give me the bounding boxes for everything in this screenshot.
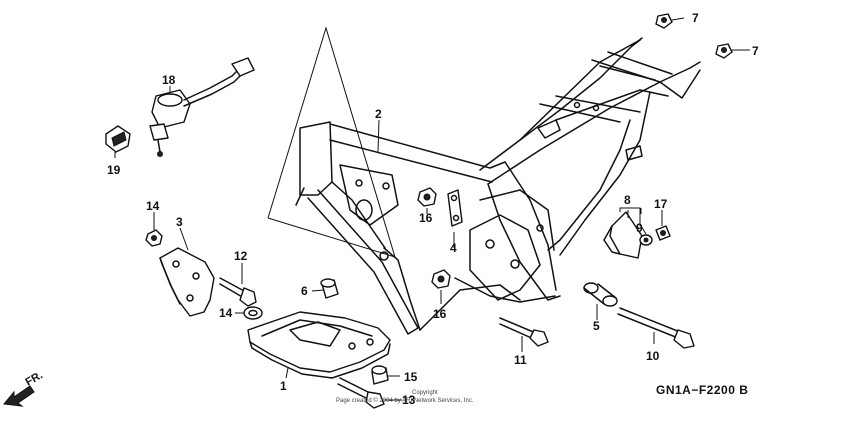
copyright-line-1: Copyright bbox=[412, 390, 438, 396]
washer-14-bottom-drawing bbox=[243, 306, 263, 320]
copyright-notice: Copyright Page created © 2004 by ARI Net… bbox=[336, 390, 474, 404]
front-label: FR. bbox=[24, 369, 45, 388]
bolt-11-drawing bbox=[499, 317, 549, 347]
callout-1: 1 bbox=[280, 379, 287, 393]
leader-lines bbox=[114, 17, 750, 401]
diagram-code: GN1A−F2200 B bbox=[656, 383, 748, 397]
callout-14-bottom: 14 bbox=[219, 306, 233, 320]
callout-16-bottom: 16 bbox=[433, 307, 447, 321]
bushing-9-drawing bbox=[639, 234, 653, 246]
callout-2: 2 bbox=[375, 107, 382, 121]
callout-3: 3 bbox=[176, 215, 183, 229]
callout-5: 5 bbox=[593, 319, 600, 333]
callout-19: 19 bbox=[107, 163, 121, 177]
bolt-12-drawing bbox=[219, 277, 257, 307]
rubber-cover-8-drawing bbox=[603, 211, 643, 259]
cap-nut-7-right-drawing bbox=[715, 43, 733, 59]
callout-6: 6 bbox=[301, 284, 308, 298]
callout-10: 10 bbox=[646, 349, 660, 363]
callout-11: 11 bbox=[514, 353, 527, 367]
callout-7-right: 7 bbox=[752, 44, 759, 58]
callout-9: 9 bbox=[636, 221, 643, 235]
callout-16-top: 16 bbox=[419, 211, 433, 225]
callout-13: 13 bbox=[402, 393, 416, 407]
exploded-view-guide bbox=[267, 26, 396, 258]
skid-plate-drawing bbox=[247, 311, 391, 379]
ignition-switch-drawing bbox=[149, 57, 255, 157]
collar-5-drawing bbox=[583, 282, 618, 307]
callout-12: 12 bbox=[234, 249, 248, 263]
callout-8: 8 bbox=[624, 193, 631, 207]
callout-14-top: 14 bbox=[146, 199, 160, 213]
cap-nut-7-top-drawing bbox=[655, 13, 673, 29]
grommet-6-drawing bbox=[320, 278, 339, 299]
engine-hanger-plate-drawing bbox=[447, 189, 463, 227]
bolt-17-drawing bbox=[655, 225, 671, 241]
front-direction-indicator: FR. bbox=[3, 369, 45, 407]
nut-16-top-drawing bbox=[417, 187, 437, 207]
key-19-drawing bbox=[105, 125, 131, 153]
callout-15: 15 bbox=[404, 370, 418, 384]
bolt-15-drawing bbox=[371, 365, 400, 385]
side-stand-bracket-drawing bbox=[159, 247, 215, 317]
front-arrow-icon bbox=[3, 385, 35, 407]
bolt-10-drawing bbox=[617, 307, 695, 349]
nut-16-bottom-drawing bbox=[431, 269, 451, 289]
callout-labels: 1 2 3 4 5 6 7 7 8 9 10 11 12 13 14 14 15… bbox=[107, 11, 759, 407]
callout-4: 4 bbox=[450, 241, 457, 255]
nut-14-top-drawing bbox=[145, 229, 163, 247]
copyright-line-2: Page created © 2004 by ARI Network Servi… bbox=[336, 397, 474, 404]
bolt-13-drawing bbox=[337, 377, 385, 409]
callout-17: 17 bbox=[654, 197, 668, 211]
callout-7-top: 7 bbox=[692, 11, 699, 25]
callout-18: 18 bbox=[162, 73, 176, 87]
main-frame-drawing bbox=[295, 37, 701, 335]
